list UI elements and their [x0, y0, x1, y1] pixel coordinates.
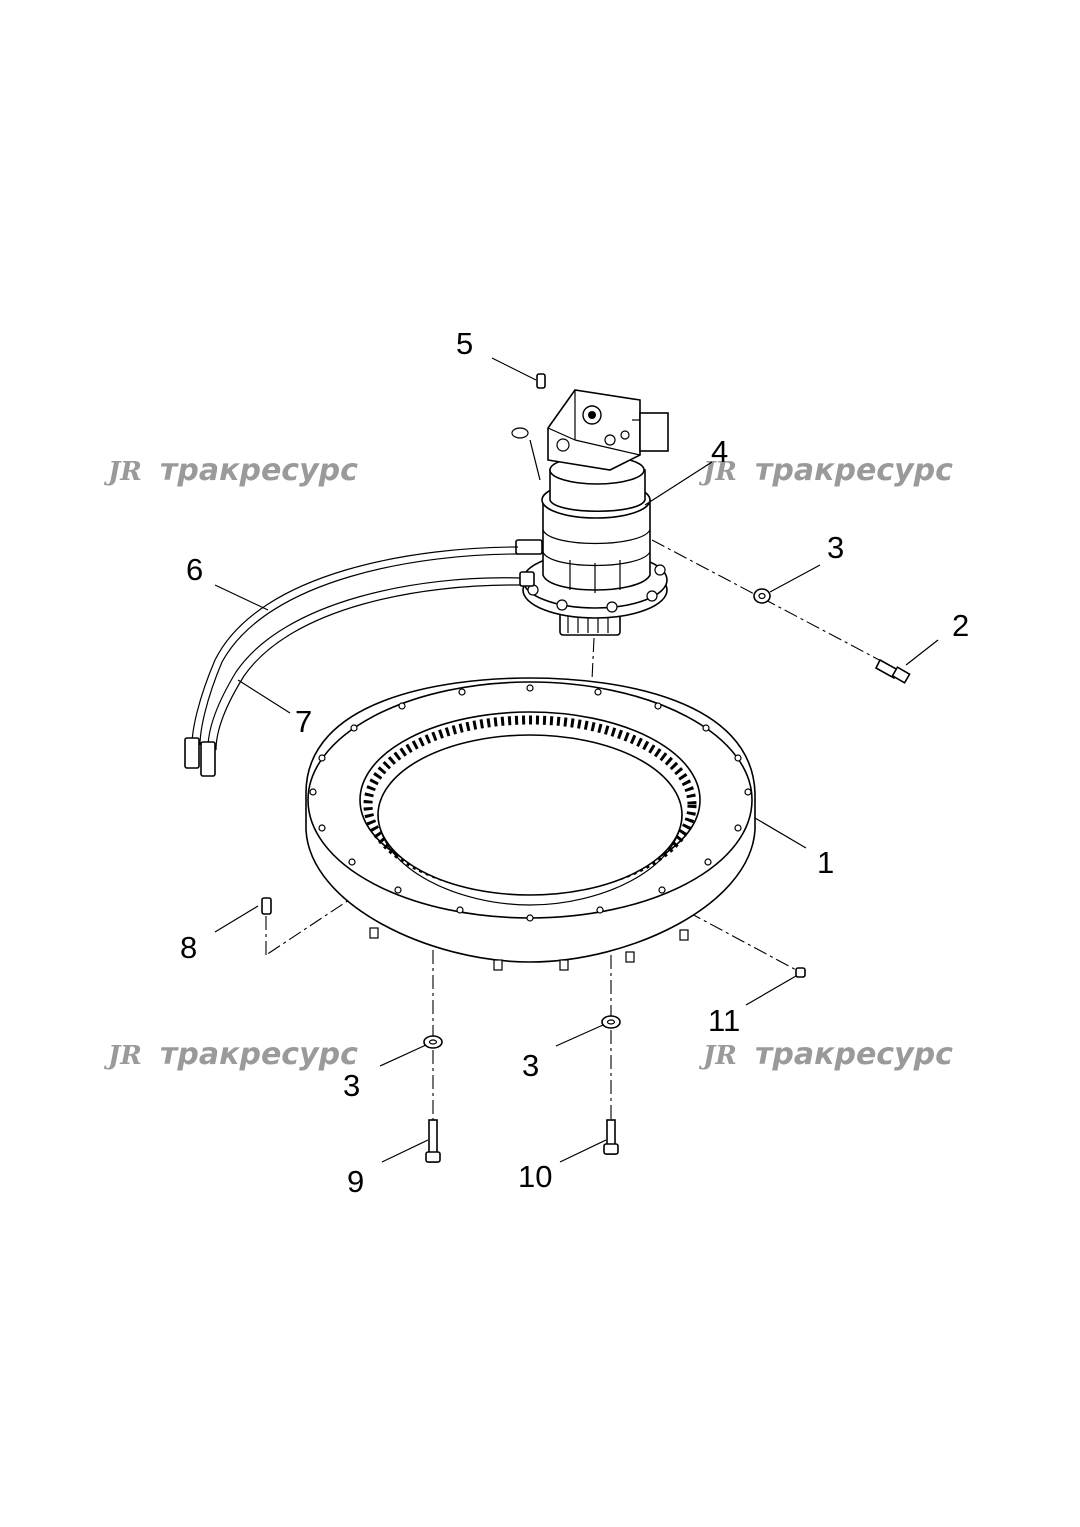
callout-8: 8: [180, 930, 197, 965]
callout-9: 9: [347, 1164, 364, 1199]
washer-part-3-lower-left: [423, 1035, 443, 1049]
watermark-bottom-right: JR тракресурс: [698, 1037, 953, 1072]
watermark-top-right: JR тракресурс: [698, 453, 953, 488]
callout-6: 6: [186, 552, 203, 587]
pin-part-8: [261, 897, 272, 915]
pin-part-5: [536, 373, 546, 389]
callout-3-upper: 3: [827, 530, 844, 565]
watermark-text: тракресурс: [160, 453, 358, 488]
callout-4: 4: [711, 434, 728, 469]
callout-7: 7: [295, 704, 312, 739]
callout-10: 10: [518, 1159, 552, 1194]
watermark-logo: JR: [698, 1041, 737, 1071]
ring-bolt-holes: [309, 684, 752, 922]
small-parts: [261, 373, 911, 1163]
watermark-logo: JR: [103, 457, 142, 487]
watermark-text: тракресурс: [755, 1037, 953, 1072]
watermark-logo: JR: [698, 457, 737, 487]
washer-part-3-lower-right: [601, 1015, 621, 1029]
watermark-logo: JR: [103, 1041, 142, 1071]
bolt-part-2: [874, 658, 911, 684]
callout-5: 5: [456, 326, 473, 361]
callout-11: 11: [708, 1003, 740, 1038]
watermark-text: тракресурс: [160, 1037, 358, 1072]
slewing-ring: [305, 677, 756, 971]
callouts: 5 4 3 2 6 7 1 8 11 3 3 9 10: [180, 326, 969, 1199]
hoses: [184, 546, 521, 777]
leader-lines: [214, 357, 939, 1163]
bolt-part-9: [425, 1119, 441, 1163]
swing-motor-reducer: [511, 389, 669, 636]
callout-3-lower-right: 3: [522, 1048, 539, 1083]
callout-1: 1: [817, 845, 834, 880]
callout-2: 2: [952, 608, 969, 643]
callout-3-lower-left: 3: [343, 1068, 360, 1103]
watermark-bottom-left: JR тракресурс: [103, 1037, 358, 1072]
watermark-top-left: JR тракресурс: [103, 453, 358, 488]
grease-fitting-part-11: [795, 967, 806, 978]
watermark-text: тракресурс: [755, 453, 953, 488]
bolt-part-10: [603, 1119, 619, 1155]
washer-part-3-upper: [753, 588, 771, 604]
